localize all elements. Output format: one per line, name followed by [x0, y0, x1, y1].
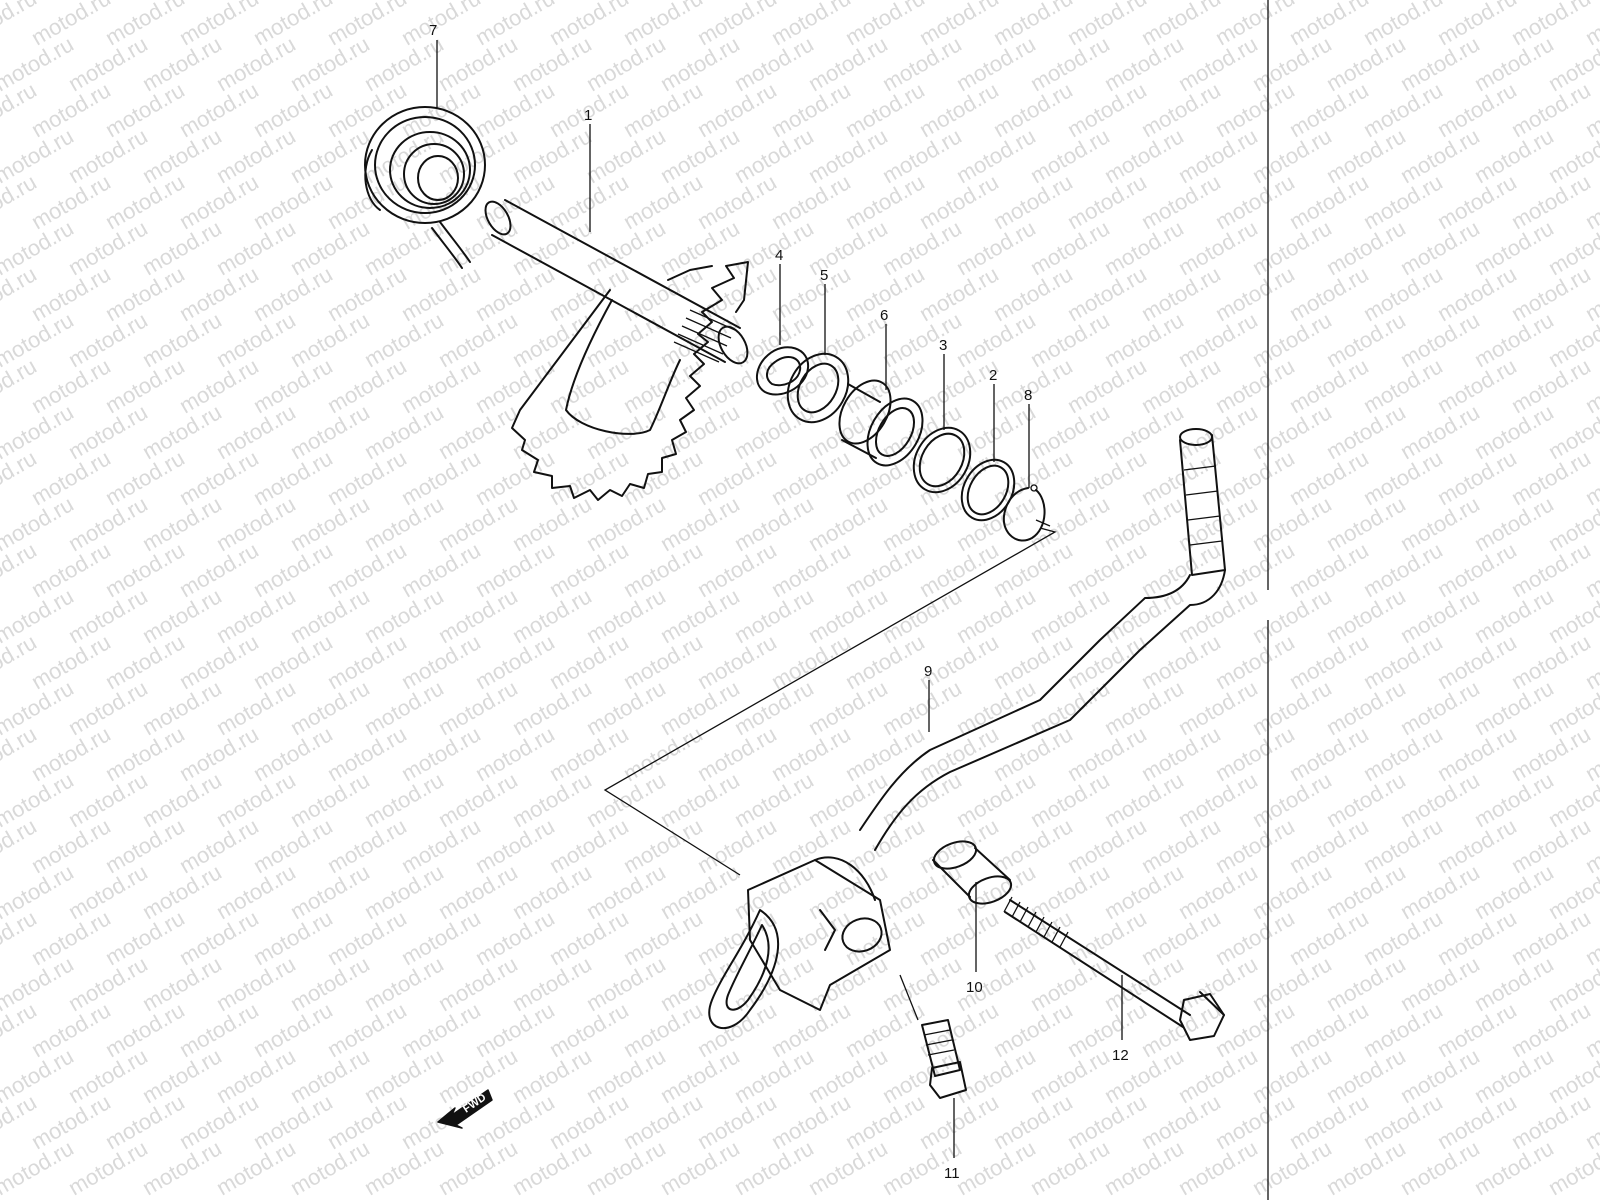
label-part-3: 3: [939, 337, 947, 354]
label-part-5: 5: [820, 267, 828, 284]
part-7-return-spring[interactable]: [364, 106, 486, 269]
part-6-bushing[interactable]: [829, 372, 934, 476]
label-part-10: 10: [966, 979, 983, 996]
leader-lines: [436, 40, 1123, 1158]
label-part-9: 9: [924, 663, 932, 680]
label-part-12: 12: [1112, 1047, 1129, 1064]
part-8-circlip[interactable]: [1002, 484, 1046, 542]
label-part-1: 1: [584, 107, 592, 124]
label-part-11: 11: [944, 1165, 960, 1182]
part-9-kick-starter-lever[interactable]: [708, 428, 1226, 1030]
part-5-washer[interactable]: [776, 343, 860, 433]
part-1-kick-starter-shaft[interactable]: [480, 197, 753, 501]
part-10-spacer[interactable]: [930, 836, 1015, 909]
part-number-labels: 7 1 4 5 6 3 2 8 9 10 12 11: [429, 22, 1129, 1182]
assembly-guide-line: [603, 527, 1057, 876]
part-11-bolt[interactable]: [899, 974, 967, 1099]
label-part-7: 7: [429, 22, 437, 39]
assembly-guide-line-upper: [1035, 519, 1051, 527]
label-part-6: 6: [880, 307, 888, 324]
label-part-4: 4: [775, 247, 783, 264]
part-3-washer[interactable]: [902, 418, 981, 503]
part-12-bolt[interactable]: [1003, 896, 1225, 1041]
label-part-8: 8: [1024, 387, 1032, 404]
label-part-2: 2: [989, 367, 997, 384]
